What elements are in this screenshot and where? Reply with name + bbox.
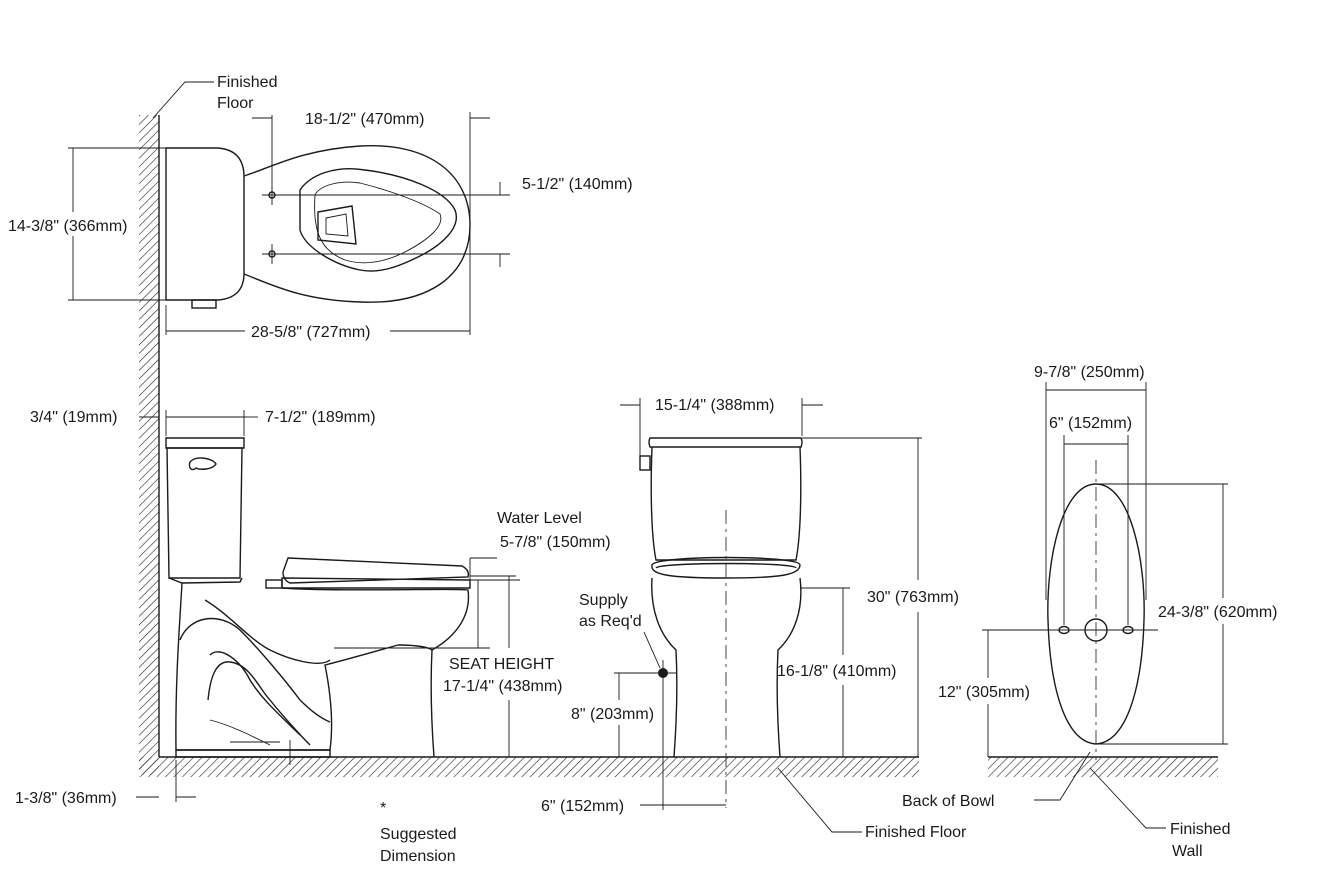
top-width-dim: 14-3/8" (366mm) — [8, 218, 128, 235]
side-view — [136, 410, 520, 802]
front-supply-height-dim: 8" (203mm) — [571, 706, 654, 723]
side-floor-hatch — [139, 756, 919, 777]
side-wall-gap-dim: 3/4" (19mm) — [30, 409, 117, 426]
side-wall-hatch — [139, 115, 160, 775]
base-rough-in-dim: 12" (305mm) — [938, 684, 1030, 701]
finished-wall-label: Finished — [1170, 821, 1230, 838]
finished-wall-label: Wall — [1172, 843, 1203, 860]
base-bolt-spacing-dim: 6" (152mm) — [1049, 415, 1132, 432]
front-overall-height-dim: 30" (763mm) — [867, 589, 959, 606]
seat-height-label: SEAT HEIGHT — [449, 656, 554, 673]
top-length-dim: 18-1/2" (470mm) — [305, 111, 425, 128]
top-bolt-spacing-dim: 5-1/2" (140mm) — [522, 176, 633, 193]
finished-floor-label: Finished — [217, 74, 277, 91]
base-floor-hatch — [988, 756, 1218, 777]
base-view — [982, 382, 1228, 829]
suggested-star: * — [380, 800, 386, 817]
base-width-dim: 9-7/8" (250mm) — [1034, 364, 1145, 381]
water-level-label: Water Level — [497, 510, 582, 527]
front-rim-height-dim: 16-1/8" (410mm) — [777, 663, 897, 680]
front-tank-width-dim: 15-1/4" (388mm) — [655, 397, 775, 414]
suggested-label: Dimension — [380, 848, 456, 865]
top-overall-dim: 28-5/8" (727mm) — [251, 324, 371, 341]
seat-height-dim: 17-1/4" (438mm) — [443, 678, 563, 695]
base-length-dim: 24-3/8" (620mm) — [1158, 604, 1278, 621]
dimension-labels: Finished Floor 18-1/2" (470mm) 5-1/2" (1… — [8, 74, 1278, 865]
front-view — [614, 398, 922, 833]
water-level-dim: 5-7/8" (150mm) — [500, 534, 611, 551]
supply-label: as Req'd — [579, 613, 642, 630]
finished-floor-label: Floor — [217, 95, 254, 112]
back-of-bowl-label: Back of Bowl — [902, 793, 994, 810]
bolt-marker-icon — [262, 244, 282, 264]
side-base-offset-dim: 1-3/8" (36mm) — [15, 790, 117, 807]
finished-floor-label: Finished Floor — [865, 824, 967, 841]
suggested-label: Suggested — [380, 826, 457, 843]
side-tank-depth-dim: 7-1/2" (189mm) — [265, 409, 376, 426]
top-view — [68, 81, 510, 335]
supply-icon — [650, 660, 676, 686]
front-supply-offset-dim: 6" (152mm) — [541, 798, 624, 815]
supply-label: Supply — [579, 592, 628, 609]
